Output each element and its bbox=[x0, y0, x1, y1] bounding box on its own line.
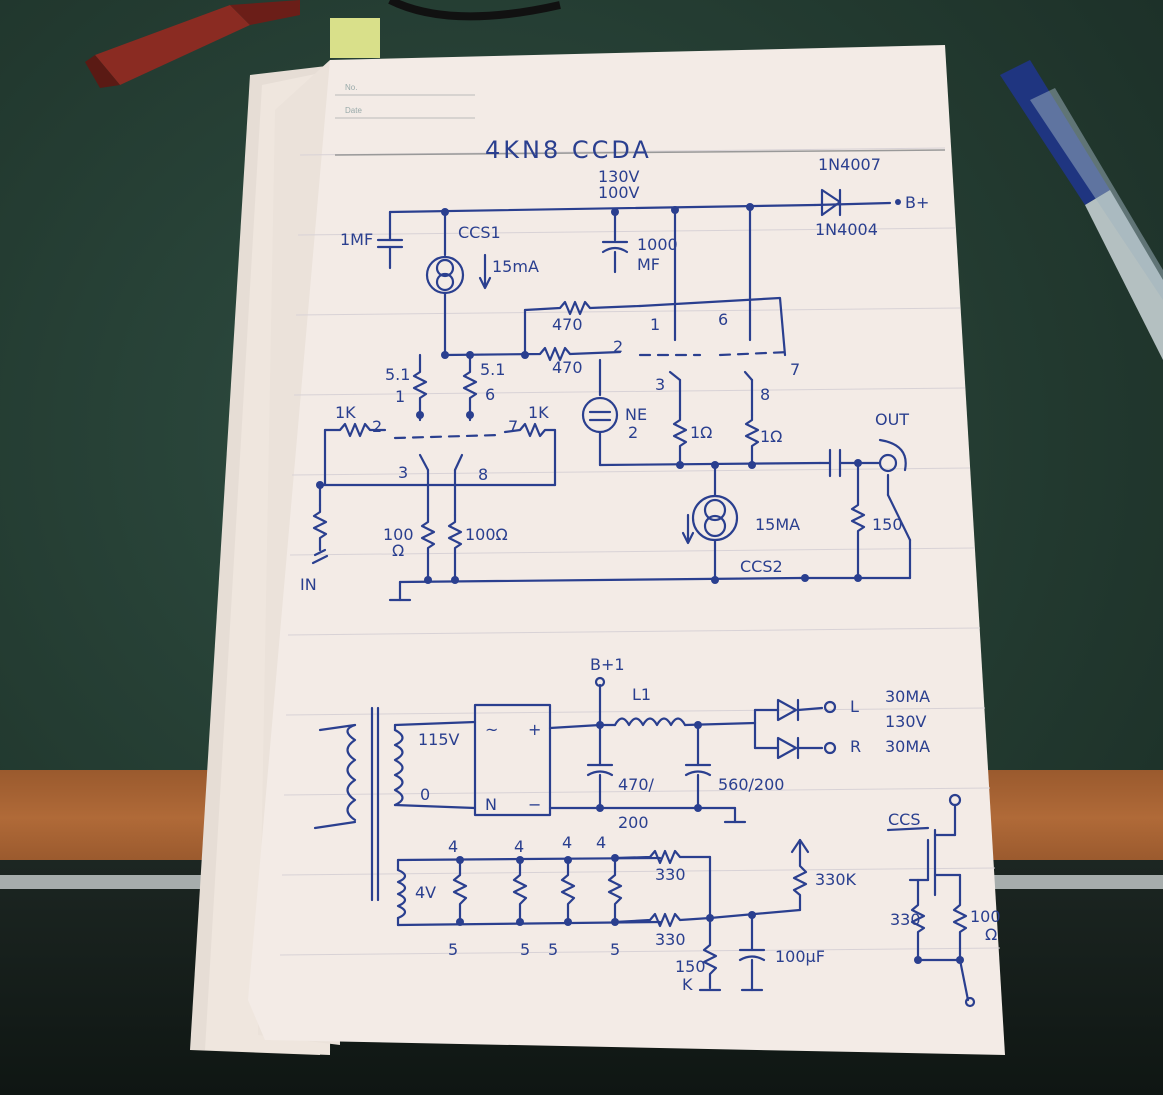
sticky-tab bbox=[330, 18, 380, 58]
label-pin5-d: 5 bbox=[610, 940, 620, 959]
label-ccs-100-unit: Ω bbox=[985, 925, 997, 944]
label-pin8-upper: 8 bbox=[760, 385, 770, 404]
label-ne: NE bbox=[625, 405, 647, 424]
label-pin5-c: 5 bbox=[548, 940, 558, 959]
label-330k: 330K bbox=[815, 870, 857, 889]
label-out-l: L bbox=[850, 697, 859, 716]
label-1k-b: 1K bbox=[528, 403, 549, 422]
label-pin1-lower: 1 bbox=[395, 387, 405, 406]
label-cap-470-200: 200 bbox=[618, 813, 649, 832]
label-pin1-upper: 1 bbox=[650, 315, 660, 334]
label-bridge-minus: − bbox=[528, 795, 541, 814]
label-30ma-l: 30MA bbox=[885, 687, 930, 706]
label-pin5-a: 5 bbox=[448, 940, 458, 959]
label-130v-psu: 130V bbox=[885, 712, 927, 731]
label-4v: 4V bbox=[415, 883, 436, 902]
label-330-b: 330 bbox=[655, 930, 686, 949]
label-cap-1000: 1000 bbox=[637, 235, 678, 254]
label-150-ohm: 150 bbox=[872, 515, 903, 534]
label-470-b: 470 bbox=[552, 358, 583, 377]
label-bridge-plus: + bbox=[528, 720, 541, 739]
label-pin2-upper: 2 bbox=[613, 337, 623, 356]
label-l1: L1 bbox=[632, 685, 651, 704]
label-ccs2: CCS2 bbox=[740, 557, 783, 576]
label-ne-num: 2 bbox=[628, 423, 638, 442]
header-no-label: No. bbox=[345, 83, 357, 92]
label-1n4004: 1N4004 bbox=[815, 220, 878, 239]
label-pin5-b: 5 bbox=[520, 940, 530, 959]
label-bplus1: B+1 bbox=[590, 655, 625, 674]
label-pin4-c: 4 bbox=[562, 833, 572, 852]
label-pin4-a: 4 bbox=[448, 837, 458, 856]
amp-junctions bbox=[316, 199, 901, 584]
label-pin7-lower: 7 bbox=[508, 417, 518, 436]
label-ccs-100: 100 bbox=[970, 907, 1001, 926]
glasses-object bbox=[388, 0, 561, 21]
label-1k-a: 1K bbox=[335, 403, 356, 422]
label-470-a: 470 bbox=[552, 315, 583, 334]
psu-wiring bbox=[313, 676, 976, 1008]
psu-junctions bbox=[456, 721, 964, 964]
label-150k-unit: K bbox=[682, 975, 693, 994]
label-100: 100 bbox=[383, 525, 414, 544]
label-150k: 150 bbox=[675, 957, 706, 976]
label-pin6-upper: 6 bbox=[718, 310, 728, 329]
label-pin4-b: 4 bbox=[514, 837, 524, 856]
label-pin3-upper: 3 bbox=[655, 375, 665, 394]
label-ccs-330: 330 bbox=[890, 910, 921, 929]
label-115v: 115V bbox=[418, 730, 460, 749]
blue-pen-object bbox=[1000, 60, 1163, 360]
label-5-1-b: 5.1 bbox=[480, 360, 505, 379]
label-bridge-n: N bbox=[485, 795, 497, 814]
label-pin3-lower: 3 bbox=[398, 463, 408, 482]
label-pin8-lower: 8 bbox=[478, 465, 488, 484]
label-out-r: R bbox=[850, 737, 861, 756]
label-1n4007: 1N4007 bbox=[818, 155, 881, 174]
label-ccs1: CCS1 bbox=[458, 223, 501, 242]
label-cap-470: 470/ bbox=[618, 775, 655, 794]
notebook bbox=[190, 45, 1005, 1055]
label-bridge-ac: ~ bbox=[485, 720, 498, 739]
label-bplus: B+ bbox=[905, 193, 929, 212]
label-1-ohm-b: 1Ω bbox=[760, 427, 782, 446]
label-5-1-a: 5.1 bbox=[385, 365, 410, 384]
label-ccs-detail: CCS bbox=[888, 810, 921, 829]
label-input: IN bbox=[300, 575, 317, 594]
label-cap-mf: MF bbox=[637, 255, 660, 274]
label-pin2-lower: 2 bbox=[372, 417, 382, 436]
label-330-a: 330 bbox=[655, 865, 686, 884]
label-100-ohm: 100Ω bbox=[465, 525, 508, 544]
label-15ma-top: 15mA bbox=[492, 257, 539, 276]
label-pin4-d: 4 bbox=[596, 833, 606, 852]
label-100-ohm-unit: Ω bbox=[392, 541, 404, 560]
label-pin6-lower: 6 bbox=[485, 385, 495, 404]
label-pin7-upper: 7 bbox=[790, 360, 800, 379]
label-100uf: 100µF bbox=[775, 947, 825, 966]
label-1mf: 1MF bbox=[340, 230, 373, 249]
label-1-ohm-a: 1Ω bbox=[690, 423, 712, 442]
label-30ma-r: 30MA bbox=[885, 737, 930, 756]
schematic-title: 4KN8 CCDA bbox=[485, 136, 652, 164]
label-out: OUT bbox=[875, 410, 909, 429]
amp-wiring bbox=[311, 188, 912, 602]
header-date-label: Date bbox=[345, 106, 362, 115]
label-0v: 0 bbox=[420, 785, 430, 804]
label-100v: 100V bbox=[598, 183, 640, 202]
label-cap-560: 560/200 bbox=[718, 775, 784, 794]
label-130v: 130V bbox=[598, 167, 640, 186]
red-probe-object bbox=[85, 0, 300, 88]
label-15ma-ccs2: 15MA bbox=[755, 515, 800, 534]
